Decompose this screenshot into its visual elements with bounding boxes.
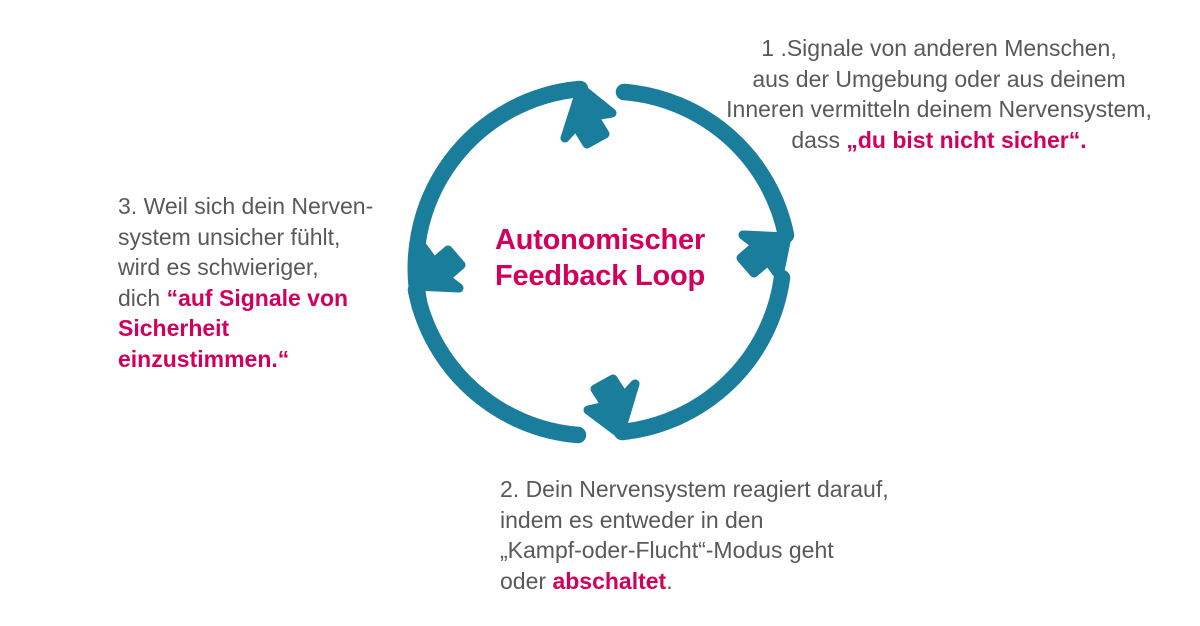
step-3-highlight-3: einzustimmen.“ — [118, 345, 290, 372]
step-3-line-5: Sicherheit — [118, 313, 418, 344]
step-3-line-3-plain: wird es schwieriger, — [118, 254, 319, 280]
step-2-line-4: oder abschaltet. — [500, 566, 980, 597]
step-1-line-4-plain: dass — [791, 126, 847, 153]
arrowhead-left — [410, 242, 466, 293]
step-3-line-1: 3. Weil sich dein Nerven- — [118, 191, 418, 222]
step-1-line-3: Inneren vermitteln deinem Nervensystem, — [686, 94, 1192, 125]
step-2-line-3-plain: „Kampf-oder-Flucht“-Modus geht — [500, 537, 834, 563]
arrowhead-right — [736, 230, 792, 281]
step-3-highlight-2: Sicherheit — [118, 315, 230, 341]
step-1-text: 1 .Signale von anderen Menschen, aus der… — [686, 33, 1192, 155]
arrowhead-bottom — [583, 374, 640, 439]
arc-bottom-left — [407, 281, 587, 444]
step-1-highlight: „du bist nicht sicher“. — [846, 126, 1087, 153]
step-2-line-2: indem es entweder in den — [500, 505, 980, 536]
step-2-line-2-plain: indem es entweder in den — [500, 506, 764, 533]
step-1-line-1-plain: 1 .Signale von anderen Menschen, — [761, 35, 1117, 61]
step-3-line-4: dich “auf Signale von — [118, 283, 418, 314]
cycle-arrows-svg — [407, 80, 795, 444]
step-2-line-3: „Kampf-oder-Flucht“-Modus geht — [500, 535, 980, 566]
step-3-text: 3. Weil sich dein Nerven- system unsiche… — [118, 191, 418, 374]
step-3-highlight-1: “auf Signale von — [166, 284, 349, 311]
arc-top-right — [615, 83, 795, 244]
arc-bottom-right — [613, 269, 791, 441]
step-3-line-1-plain: 3. Weil sich dein Nerven- — [118, 193, 374, 219]
step-3-line-6: einzustimmen.“ — [118, 344, 418, 375]
step-2-line-1: 2. Dein Nervensystem reagiert darauf, — [500, 474, 980, 505]
step-2-line-4-plain: oder — [500, 567, 553, 594]
step-2-line-1-plain: 2. Dein Nervensystem reagiert darauf, — [500, 476, 889, 502]
step-3-line-4-plain: dich — [118, 284, 167, 311]
step-3-line-3: wird es schwieriger, — [118, 252, 418, 283]
step-1-line-2: aus der Umgebung oder aus deinem — [686, 64, 1192, 95]
step-1-line-2-plain: aus der Umgebung oder aus deinem — [752, 65, 1126, 92]
arrowhead-top — [560, 83, 617, 149]
step-2-line-4-tail: . — [666, 567, 673, 594]
step-1-line-1: 1 .Signale von anderen Menschen, — [686, 33, 1192, 64]
step-1-line-4: dass „du bist nicht sicher“. — [686, 125, 1192, 156]
step-2-text: 2. Dein Nervensystem reagiert darauf, in… — [500, 474, 980, 596]
step-3-line-2-plain: system unsicher fühlt, — [118, 223, 341, 250]
step-1-line-3-plain: Inneren vermitteln deinem Nervensystem, — [726, 96, 1152, 122]
step-3-line-2: system unsicher fühlt, — [118, 222, 418, 253]
step-2-highlight: abschaltet — [552, 567, 667, 594]
cycle-diagram — [398, 72, 802, 452]
